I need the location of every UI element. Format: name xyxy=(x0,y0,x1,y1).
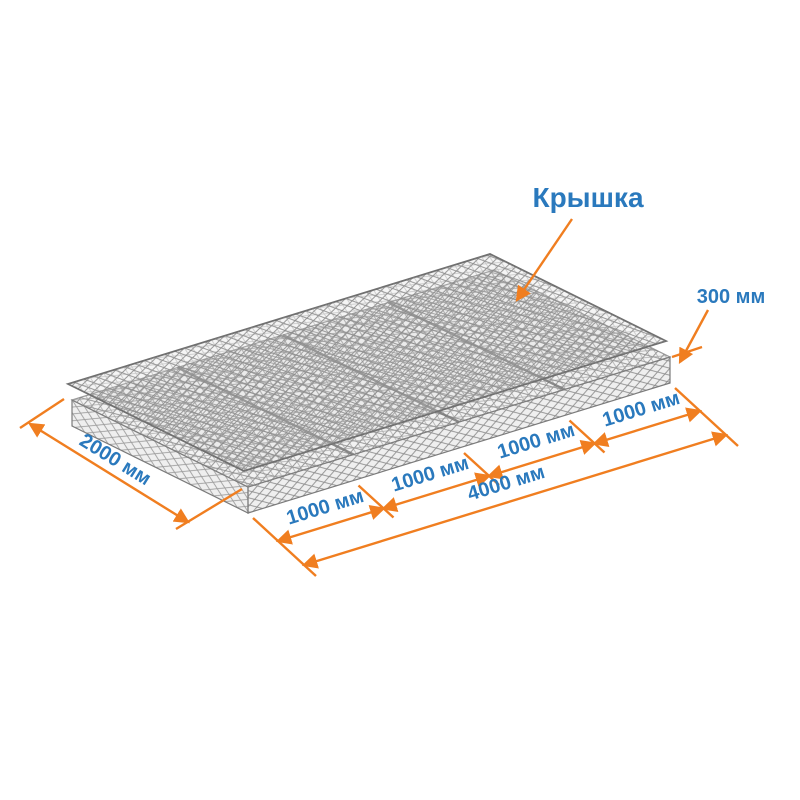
lid-callout-label: Крышка xyxy=(532,182,643,213)
height-callout-arrow xyxy=(678,309,710,365)
mattress-lid xyxy=(65,253,669,472)
lid-mesh-overlay xyxy=(68,254,666,471)
total-length-dimension-line xyxy=(301,431,729,569)
dimension-lines xyxy=(19,218,739,577)
length-extension-line xyxy=(252,517,317,577)
width-dimension-line xyxy=(28,422,190,524)
width-extension-line xyxy=(175,487,243,531)
total-length-dim-label: 4000 мм xyxy=(465,461,548,505)
height-dim-label: 300 мм xyxy=(697,286,766,308)
lid-callout-arrow xyxy=(515,218,573,302)
width-extension-line xyxy=(19,397,65,430)
